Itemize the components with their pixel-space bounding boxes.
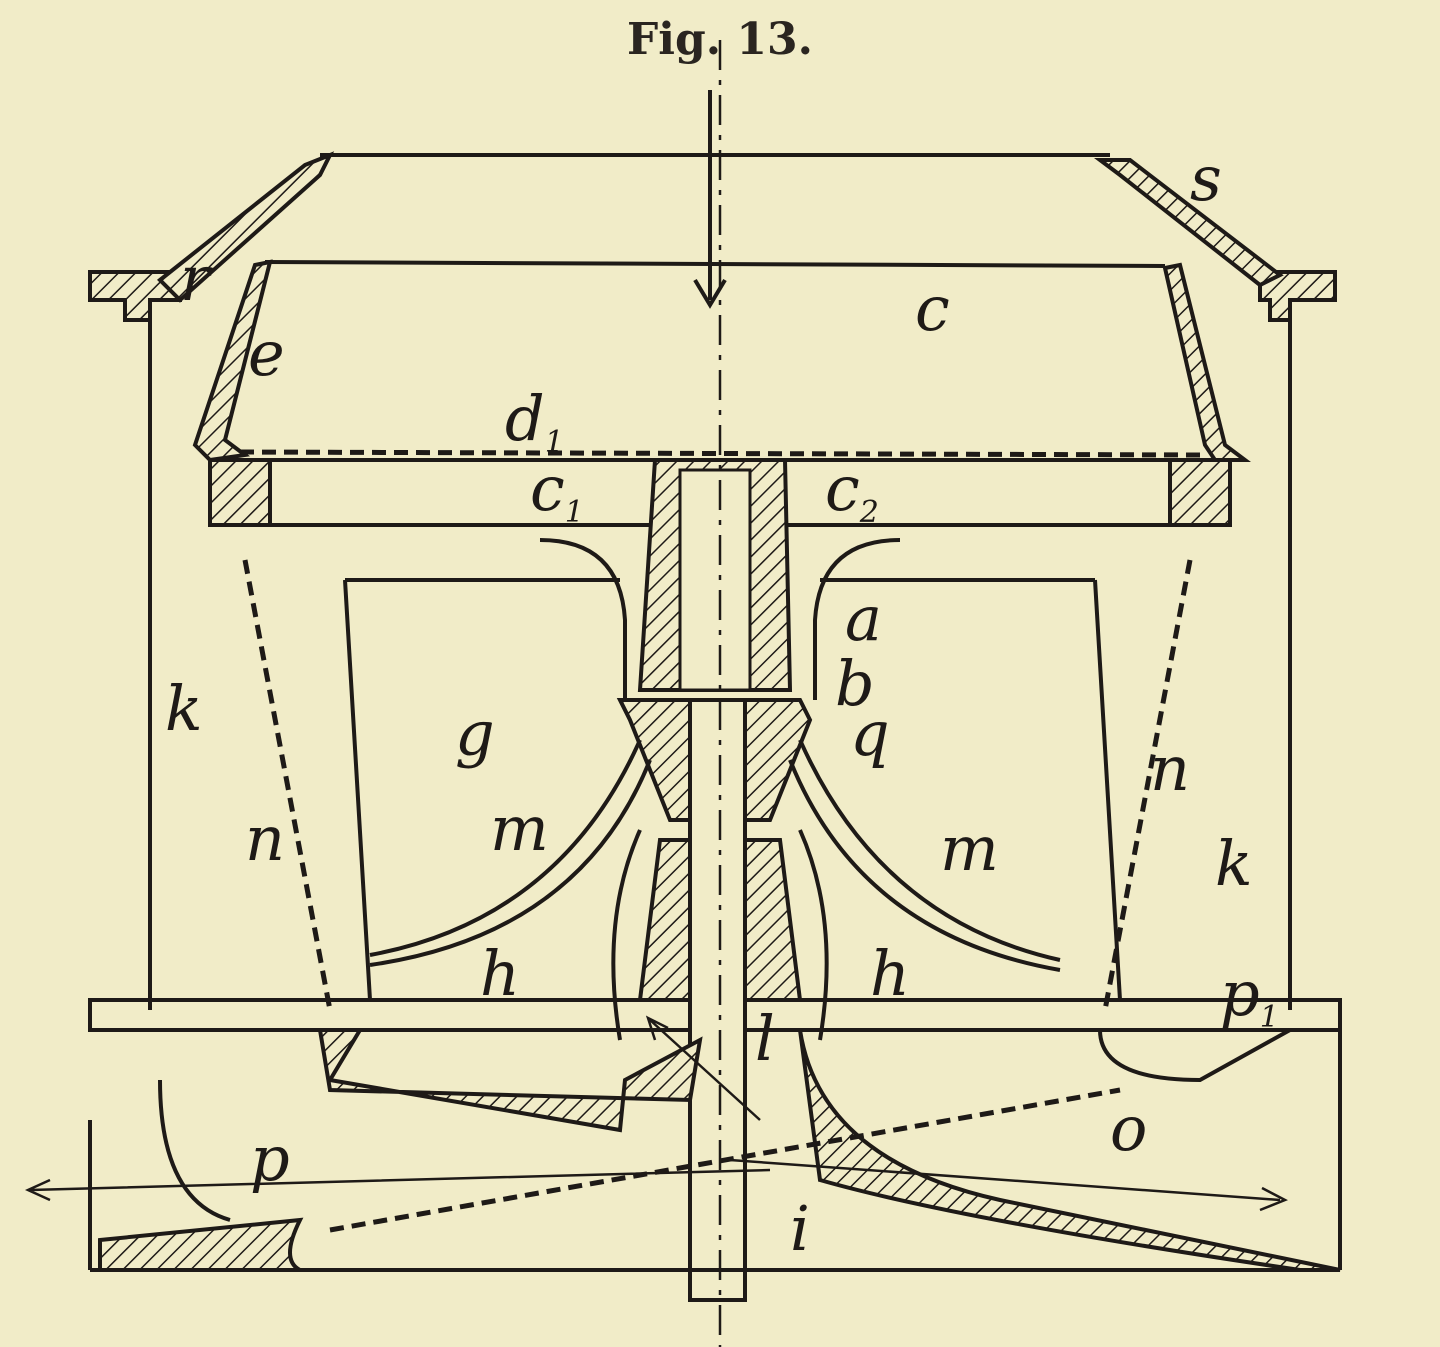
label-h-left: h [480,937,520,1010]
label-b: b [835,647,875,720]
label-r: r [180,242,213,315]
label-k-left: k [165,672,203,745]
label-s: s [1190,142,1222,215]
label-g: g [455,697,495,770]
label-i: i [790,1192,810,1265]
base [317,1028,703,1133]
label-e: e [248,317,285,390]
label-o: o [1110,1092,1147,1165]
flow-arrows [24,90,1288,1212]
label-l: l [755,1002,775,1075]
label-d1: d1 [505,382,564,460]
label-k-right: k [1215,827,1253,900]
label-p-left: p [250,1122,290,1195]
label-m-right: m [940,812,999,885]
cover-s [156,151,1284,303]
label-a: a [845,582,882,655]
label-c1: c1 [530,452,584,530]
label-c2: c2 [825,452,879,530]
label-q: q [850,697,890,770]
label-p1: p1 [1220,957,1279,1035]
label-m-left: m [490,792,549,865]
label-c: c [915,272,950,345]
label-h-right: h [870,937,910,1010]
shaft [688,698,747,1302]
label-n-right: n [1150,732,1190,805]
sieve-d1 [239,449,1201,458]
label-n-left: n [245,802,285,875]
